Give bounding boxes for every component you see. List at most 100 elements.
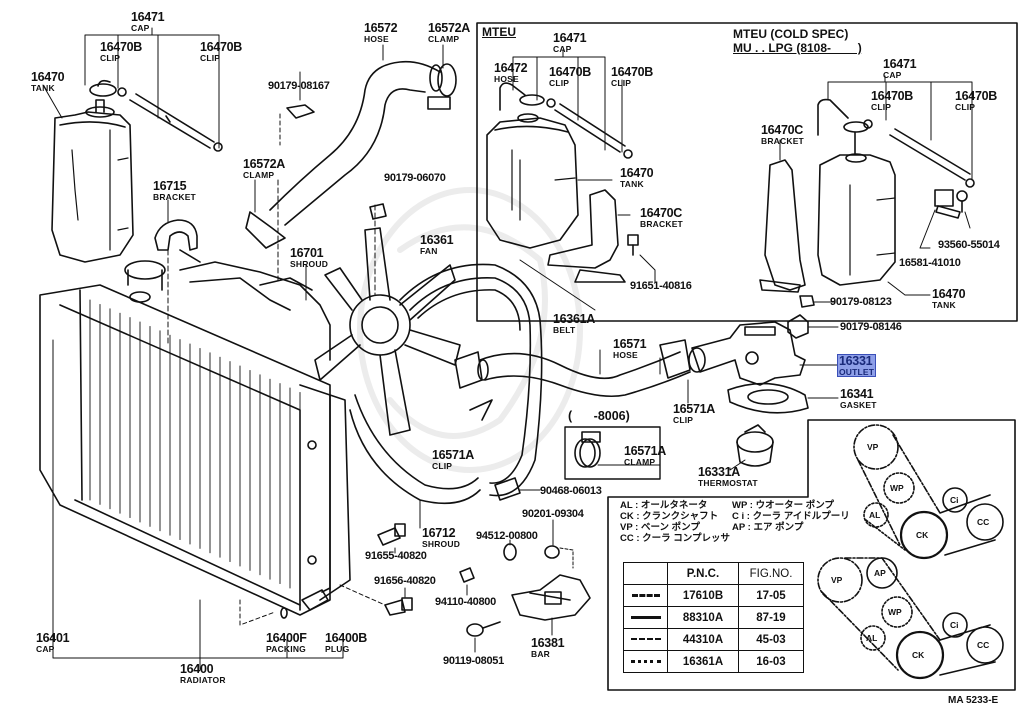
callout-16470-tank[interactable]: 16470 TANK <box>31 70 65 93</box>
callout-16571A-clip[interactable]: 16571A CLIP <box>673 402 715 425</box>
callout-16341-gasket[interactable]: 16341 GASKET <box>840 387 877 410</box>
mteu-callout-16470-tank[interactable]: 16470 TANK <box>620 166 654 189</box>
callout-16572-hose[interactable]: 16572 HOSE <box>364 21 398 44</box>
nut-90179-08146 <box>787 314 809 339</box>
callout-16331-outlet-highlighted[interactable]: 16331 OUTLET <box>836 354 877 377</box>
callout-16400F-packing[interactable]: 16400F PACKING <box>266 631 307 654</box>
pulley-label: WP <box>890 483 904 493</box>
clamp-16581-41010 <box>934 189 961 219</box>
cold-callout-16470C-bracket[interactable]: 16470C BRACKET <box>761 123 804 146</box>
callout-94110-40800[interactable]: 94110-40800 <box>435 596 496 608</box>
mteu-callout-16470C-bracket[interactable]: 16470C BRACKET <box>640 206 683 229</box>
mteu-callout-16471-cap[interactable]: 16471 CAP <box>553 31 587 54</box>
reservoir-tank-mteu <box>486 82 579 249</box>
lower-hose <box>454 339 691 398</box>
callout-16470B-clip[interactable]: 16470B CLIP <box>200 40 242 63</box>
callout-91655-40820[interactable]: 91655-40820 <box>365 550 427 562</box>
table-row[interactable]: 88310A 87-19 <box>623 606 804 629</box>
cold-callout-93560-55014[interactable]: 93560-55014 <box>938 239 1000 251</box>
pulley-label: WP <box>888 607 902 617</box>
callout-90468-06013[interactable]: 90468-06013 <box>540 485 602 497</box>
overflow-tube-mteu <box>546 98 633 159</box>
callout-16331A-thermostat[interactable]: 16331A THERMOSTAT <box>698 465 758 488</box>
bracket-16470C-cold <box>759 159 806 293</box>
callout-90179-08167[interactable]: 90179-08167 <box>268 80 330 92</box>
callout-90119-08051[interactable]: 90119-08051 <box>443 655 504 667</box>
screw-93560-55014 <box>956 190 968 213</box>
mteu-callout-91651-40816[interactable]: 91651-40816 <box>630 280 692 292</box>
washer-94512-00800 <box>503 543 517 561</box>
callout-16401-cap[interactable]: 16401 CAP <box>36 631 70 654</box>
callout-16471-cap[interactable]: 16471 CAP <box>131 10 165 33</box>
table-header-row: P.N.C. FIG.NO. <box>623 562 804 585</box>
callout-16712-shroud[interactable]: 16712 SHROUD <box>422 526 461 549</box>
callout-16571-hose[interactable]: 16571 HOSE <box>613 337 647 360</box>
pulley-label: CC <box>977 640 990 650</box>
leaders-outlet <box>597 326 839 471</box>
washer-90201-09304 <box>544 545 574 569</box>
callout-16400-radiator[interactable]: 16400 RADIATOR <box>180 662 226 685</box>
gasket-16341 <box>727 382 809 414</box>
reservoir-tank-left <box>51 79 134 263</box>
radiator <box>39 260 331 616</box>
bolt-91655-40820 <box>377 523 406 546</box>
callout-16572A-clamp[interactable]: 16572A CLAMP <box>243 157 285 180</box>
fan-shroud-lower <box>349 394 481 505</box>
callout-16701-shroud[interactable]: 16701 SHROUD <box>290 246 329 269</box>
callout-94512-00800[interactable]: 94512-00800 <box>476 530 538 542</box>
mteu-callout-16470B-clip[interactable]: 16470B CLIP <box>611 65 653 88</box>
pulley-label: VP <box>831 575 843 585</box>
callout-90201-09304[interactable]: 90201-09304 <box>522 508 584 520</box>
mteu-callout-16472-hose[interactable]: 16472 HOSE <box>494 61 528 84</box>
table-row[interactable]: 16361A 16-03 <box>623 650 804 673</box>
fan-shroud-upper <box>179 261 331 361</box>
callout-90179-06070[interactable]: 90179-06070 <box>384 172 446 184</box>
mteu-callout-16470B-clip[interactable]: 16470B CLIP <box>549 65 591 88</box>
mteu-header: MTEU <box>482 25 516 39</box>
pulley-label: CK <box>912 650 925 660</box>
pulley-label: VP <box>867 442 879 452</box>
callout-16571A-clamp[interactable]: 16571A CLAMP <box>624 444 666 467</box>
callout-16381-bar[interactable]: 16381 BAR <box>531 636 565 659</box>
cold-callout-16581-41010[interactable]: 16581-41010 <box>899 257 961 269</box>
bolt-91651-40816 <box>627 234 639 256</box>
radiator-fins <box>89 299 301 593</box>
callout-16571A-clip[interactable]: 16571A CLIP <box>432 448 474 471</box>
cold-callout-16470B-clip[interactable]: 16470B CLIP <box>871 89 913 112</box>
pulley-label: Ci <box>950 620 959 630</box>
cold-callout-16471-cap[interactable]: 16471 CAP <box>883 57 917 80</box>
cold-spec-header: MTEU (COLD SPEC) MU . . LPG (8108- ) <box>733 27 862 55</box>
pulley-label: CK <box>916 530 929 540</box>
water-outlet <box>688 321 806 386</box>
cold-callout-16470B-clip[interactable]: 16470B CLIP <box>955 89 997 112</box>
callout-16715-bracket[interactable]: 16715 BRACKET <box>153 179 196 202</box>
date-note: ( -8006) <box>568 409 630 423</box>
table-row[interactable]: 44310A 45-03 <box>623 628 804 651</box>
table-row[interactable]: 17610B 17-05 <box>623 584 804 607</box>
cold-callout-90179-08123[interactable]: 90179-08123 <box>830 296 892 308</box>
line-dash-dot-dot-icon <box>631 593 660 597</box>
callout-16400B-plug[interactable]: 16400B PLUG <box>325 631 367 654</box>
bracket-16470C-mteu <box>547 189 626 283</box>
pulley-label: AP <box>874 568 886 578</box>
pulley-label: AL <box>866 633 878 643</box>
hose-clamp-16571A <box>574 431 601 468</box>
leaders-cold <box>779 75 973 303</box>
cold-callout-16470-tank[interactable]: 16470 TANK <box>932 287 966 310</box>
callout-16361-fan[interactable]: 16361 FAN <box>420 233 454 256</box>
callout-16572A-clamp[interactable]: 16572A CLAMP <box>428 21 470 44</box>
callout-91656-40820[interactable]: 91656-40820 <box>374 575 436 587</box>
leaders-tank-left <box>42 27 220 149</box>
callout-16470B-clip[interactable]: 16470B CLIP <box>100 40 142 63</box>
line-solid-icon <box>630 615 661 619</box>
callout-90179-08146[interactable]: 90179-08146 <box>840 321 902 333</box>
callout-16361A-belt[interactable]: 16361A BELT <box>553 312 595 335</box>
drive-belt <box>399 263 543 497</box>
belt-layout-upper <box>853 424 1004 560</box>
upper-hose <box>245 60 457 249</box>
reference-code: MA 5233-E <box>948 695 999 706</box>
bracket-16715 <box>154 219 201 263</box>
line-dotted-icon <box>630 659 661 663</box>
